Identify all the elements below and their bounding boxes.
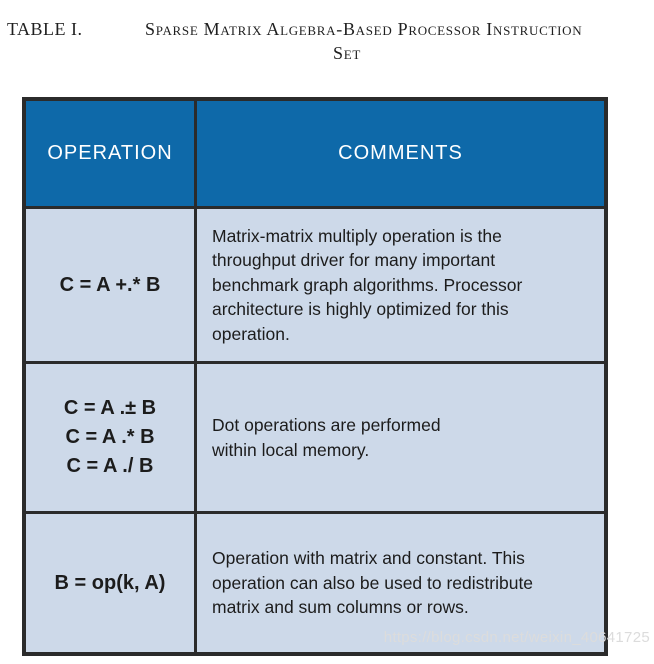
operation-cell-row2: C = A .± B C = A .* B C = A ./ B [26,364,194,511]
comment-cell-row1: Matrix-matrix multiply operation is the … [197,209,604,361]
table-caption-title: Sparse Matrix Algebra-Based Processor In… [145,19,583,39]
comment-cell-row3: Operation with matrix and constant. This… [197,514,604,652]
operation-cell-row3: B = op(k, A) [26,514,194,652]
column-header-comments: COMMENTS [197,101,604,206]
comment-cell-row2: Dot operations are performed within loca… [197,364,604,511]
operation-cell-row1: C = A +.* B [26,209,194,361]
table-caption-label: TABLE I. [7,19,83,39]
watermark-url: https://blog.csdn.net/weixin_40641725 [383,629,650,646]
instruction-set-table: OPERATION COMMENTS C = A +.* B Matrix-ma… [22,97,608,656]
table-caption-title-continuation: Set [333,43,361,63]
column-header-operation: OPERATION [26,101,194,206]
